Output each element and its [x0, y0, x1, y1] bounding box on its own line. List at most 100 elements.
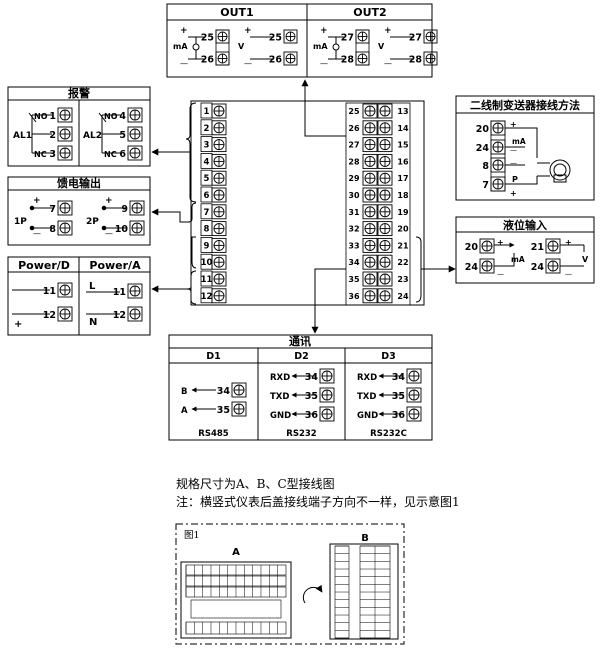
screw-frame: [231, 401, 247, 417]
figure-a-body: [180, 561, 292, 639]
comm-title: 通讯: [289, 335, 311, 348]
screw-frame: [319, 406, 335, 422]
main-right-screw-icon: [377, 221, 393, 237]
main-right-outer-number: 13: [397, 107, 408, 116]
screw-frame: [129, 220, 145, 236]
screw-frame: [423, 51, 438, 66]
screw-frame: [377, 204, 393, 220]
transmitter-panel: [455, 95, 595, 201]
figure1-label: 图1: [184, 530, 200, 541]
main-right-screw-icon: [362, 237, 378, 253]
feed-panel: [7, 176, 151, 246]
terminal-number: 27: [409, 33, 422, 44]
wire: [505, 127, 538, 158]
screw-frame: [211, 103, 227, 119]
alarm-no-label: NO: [34, 112, 48, 121]
comm-signal-label: RXD: [357, 373, 377, 383]
main-right-screw-icon: [377, 254, 393, 270]
main-right-outer-number: 14: [397, 124, 409, 133]
minus-sign: —: [105, 229, 113, 238]
main-left-screw-icon: [211, 170, 227, 186]
screw-frame: [490, 120, 506, 136]
terminal-number: 35: [217, 405, 230, 416]
minus-sign: —: [180, 59, 188, 68]
minus-sign: —: [565, 270, 572, 278]
terminal-screw-icon: [545, 258, 561, 274]
screw-frame: [211, 254, 227, 270]
terminal-number: 9: [121, 204, 128, 215]
terminal-number: 12: [113, 310, 126, 321]
screw-frame: [57, 200, 73, 216]
terminal-number: 34: [305, 372, 319, 383]
terminal-screw-icon: [129, 200, 145, 216]
terminal-screw-icon: [490, 157, 506, 173]
screw-frame: [211, 120, 227, 136]
main-left-screw-icon: [211, 187, 227, 203]
screw-frame: [479, 258, 495, 274]
screw-frame: [319, 387, 335, 403]
terminal-screw-icon: [406, 368, 422, 384]
main-right-outer-number: 23: [397, 275, 408, 284]
feed-name: 1P: [14, 217, 27, 227]
main-right-outer-number: 22: [397, 258, 408, 267]
terminal-screw-icon: [283, 29, 298, 44]
terminal-screw-icon: [127, 306, 143, 322]
screw-frame: [215, 29, 230, 44]
out2-title: OUT2: [353, 6, 386, 19]
terminal-screw-icon: [129, 220, 145, 236]
main-right-screw-icon: [362, 153, 378, 169]
screw-frame: [362, 170, 378, 186]
main-left-term-number: 7: [204, 208, 210, 218]
main-block: [190, 100, 425, 306]
terminal-number: 35: [392, 391, 405, 402]
alarm-name: AL2: [83, 131, 102, 141]
main-right-outer-number: 17: [397, 174, 408, 183]
plus-sign: +: [510, 189, 517, 198]
screw-frame: [377, 254, 393, 270]
screw-frame: [283, 51, 298, 66]
main-left-screw-icon: [211, 153, 227, 169]
main-right-screw-icon: [362, 120, 378, 136]
terminal-number: 24: [465, 262, 479, 273]
screw-frame: [57, 220, 73, 236]
main-left-screw-icon: [211, 120, 227, 136]
terminal-number: 5: [119, 130, 126, 141]
level-ma-label: mA: [511, 255, 525, 264]
plus-sign: +: [244, 26, 252, 36]
comm-signal-label: TXD: [357, 392, 376, 402]
main-left-screw-icon: [211, 221, 227, 237]
terminal-number: 25: [269, 33, 282, 44]
terminal-number: 10: [115, 224, 129, 235]
screw-frame: [423, 29, 438, 44]
screw-frame: [211, 221, 227, 237]
comm-signal-label: A: [181, 406, 188, 416]
terminal-screw-icon: [406, 406, 422, 422]
terminal-number: 21: [531, 242, 544, 253]
screw-frame: [57, 145, 73, 161]
out-v-label: V: [238, 42, 245, 51]
comm-signal-label: GND: [270, 411, 291, 421]
main-right-inner-number: 34: [348, 258, 360, 267]
screw-frame: [211, 288, 227, 304]
terminal-number: 34: [217, 386, 231, 397]
main-right-inner-number: 32: [348, 225, 359, 234]
terminal-number: 26: [201, 55, 215, 66]
main-right-screw-icon: [377, 204, 393, 220]
meter-circle-icon: [192, 43, 200, 51]
terminal-screw-icon: [545, 238, 561, 254]
terminal-screw-icon: [355, 29, 370, 44]
screw-frame: [362, 120, 378, 136]
terminal-screw-icon: [319, 368, 335, 384]
main-right-screw-icon: [377, 120, 393, 136]
minus-sign: —: [244, 59, 252, 68]
screw-frame: [377, 170, 393, 186]
terminal-number: 6: [119, 149, 126, 160]
figure1-frame: [175, 523, 405, 645]
terminal-number: 20: [476, 124, 490, 135]
comm-col-header: D2: [294, 351, 309, 362]
main-right-screw-icon: [362, 103, 378, 119]
terminal-screw-icon: [406, 387, 422, 403]
note-direction: 注：横竖式仪表后盖接线端子方向不一样，见示意图1: [176, 495, 460, 509]
screw-frame: [377, 120, 393, 136]
screw-frame: [215, 51, 230, 66]
